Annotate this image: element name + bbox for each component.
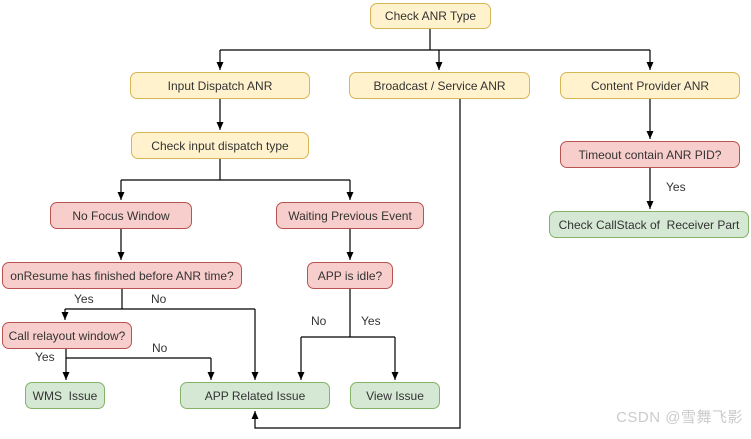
node-input-dispatch-anr: Input Dispatch ANR — [130, 72, 310, 99]
edge-label-idle-yes: Yes — [361, 314, 381, 328]
node-content-provider-anr: Content Provider ANR — [560, 72, 740, 99]
edge-label-relayout-yes: Yes — [35, 350, 55, 364]
node-app-related-issue: APP Related Issue — [180, 382, 330, 409]
edge-label-timeout-yes: Yes — [666, 180, 686, 194]
edge-label-onresume-no: No — [151, 292, 167, 306]
node-no-focus-window: No Focus Window — [50, 202, 192, 229]
node-waiting-previous-event: Waiting Previous Event — [276, 202, 424, 229]
node-check-anr-type: Check ANR Type — [370, 3, 491, 29]
node-call-relayout-window: Call relayout window? — [2, 322, 132, 349]
node-view-issue: View Issue — [350, 382, 440, 409]
edge-label-relayout-no: No — [152, 341, 168, 355]
node-onresume-finished: onResume has finished before ANR time? — [2, 262, 242, 289]
node-check-input-dispatch-type: Check input dispatch type — [131, 132, 309, 159]
csdn-watermark: CSDN @雪舞飞影 — [616, 409, 743, 426]
edge-label-onresume-yes: Yes — [74, 292, 94, 306]
node-wms-issue: WMS Issue — [25, 382, 105, 409]
node-timeout-contain-anr-pid: Timeout contain ANR PID? — [560, 141, 740, 168]
node-broadcast-service-anr: Broadcast / Service ANR — [349, 72, 530, 99]
edge-label-idle-no: No — [311, 314, 327, 328]
node-check-callstack-receiver: Check CallStack of Receiver Part — [549, 211, 749, 238]
node-app-is-idle: APP is idle? — [307, 262, 393, 289]
